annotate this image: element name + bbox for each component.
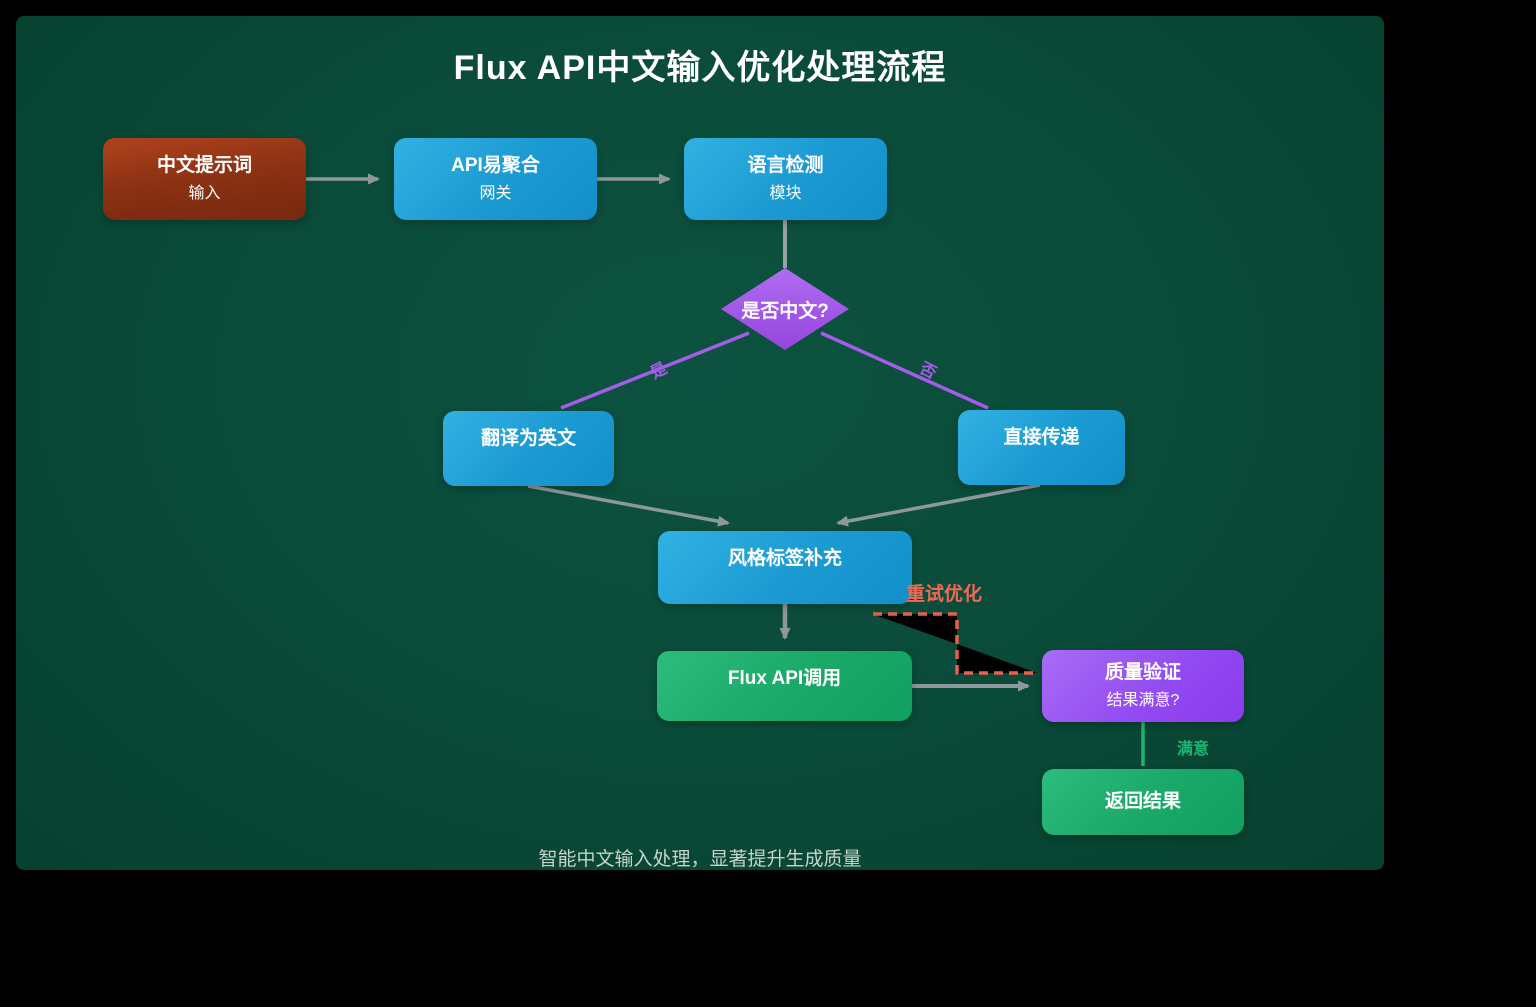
edge-label-retry: 重试优化 xyxy=(905,584,982,605)
edge-layer xyxy=(306,173,1145,766)
decision-diamond-shape xyxy=(721,268,849,350)
node-quality-check: 质量验证 结果满意? xyxy=(1042,650,1244,722)
node-title: 中文提示词 xyxy=(156,154,252,176)
node-title: 直接传递 xyxy=(1003,427,1080,448)
node-return-result: 返回结果 xyxy=(1042,769,1244,835)
node-api-gateway: API易聚合 网关 xyxy=(394,138,597,220)
node-chinese-prompt-input: 中文提示词 输入 xyxy=(103,138,306,220)
flowchart-canvas: Flux API中文输入优化处理流程 智能中文输入处理，显著提升生成质量 中文提… xyxy=(16,16,1384,870)
node-flux-api-call: Flux API调用 xyxy=(657,651,912,721)
page-title: Flux API中文输入优化处理流程 xyxy=(453,49,947,87)
node-style-tag-supplement: 风格标签补充 xyxy=(658,531,912,604)
edge-decision-yes xyxy=(560,331,750,410)
edge-retry-dashed xyxy=(873,612,1038,675)
footer-caption: 智能中文输入处理，显著提升生成质量 xyxy=(538,849,862,870)
node-direct-passthrough: 直接传递 xyxy=(958,410,1125,485)
node-translate-to-english: 翻译为英文 xyxy=(443,411,614,486)
node-title: Flux API调用 xyxy=(727,668,842,689)
edge-decision-no xyxy=(820,331,989,410)
edge-translate-to-style xyxy=(527,484,730,527)
node-subtitle: 网关 xyxy=(479,185,512,203)
node-subtitle: 模块 xyxy=(769,185,802,203)
node-language-detect: 语言检测 模块 xyxy=(684,138,887,220)
node-decision-label: 是否中文? xyxy=(741,300,829,322)
node-subtitle: 结果满意? xyxy=(1106,692,1180,710)
edge-label-satisfied: 满意 xyxy=(1176,741,1209,758)
retry-arrow-fill-upper xyxy=(872,614,957,644)
node-subtitle: 输入 xyxy=(188,185,221,203)
node-title: 返回结果 xyxy=(1104,790,1181,812)
node-title: API易聚合 xyxy=(451,154,540,176)
retry-arrow-fill-lower xyxy=(957,644,1037,673)
node-title: 质量验证 xyxy=(1104,661,1181,683)
node-title: 语言检测 xyxy=(747,154,824,176)
edge-passthrough-to-style xyxy=(836,483,1041,527)
node-title: 翻译为英文 xyxy=(480,428,576,449)
node-title: 风格标签补充 xyxy=(727,548,842,569)
